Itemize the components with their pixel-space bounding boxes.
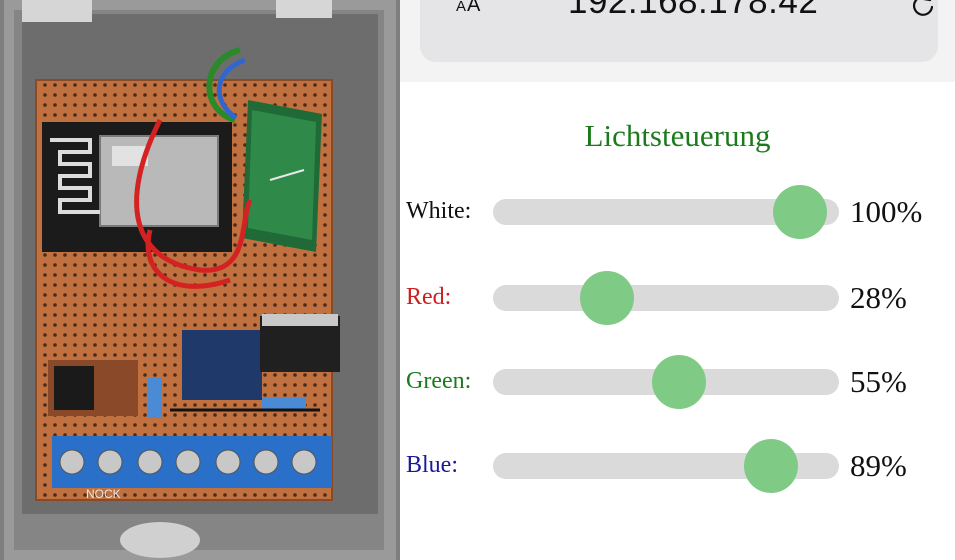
aa-small-letter: A [456,0,468,15]
slider-thumb-red[interactable] [580,271,635,325]
slider-thumb-blue[interactable] [743,439,798,493]
reload-icon[interactable] [908,0,938,20]
browser-window: AA 192.168.178.42 Lichtsteuerung White: 1… [400,0,955,560]
slider-track-red[interactable] [493,285,839,311]
address-bar[interactable]: AA 192.168.178.42 [420,0,938,62]
slider-value-white: 100% [850,194,923,229]
slider-label-green: Green: [406,368,472,394]
aa-big-letter: A [467,0,482,16]
page-title: Lichtsteuerung [584,118,771,153]
browser-toolbar: AA 192.168.178.42 [400,0,955,82]
text-size-button[interactable]: AA [456,0,481,17]
slider-thumb-white[interactable] [773,185,827,239]
url-text[interactable]: 192.168.178.42 [568,0,819,21]
slider-value-blue: 89% [850,448,907,483]
circuit-photo: NOCK [0,0,400,560]
slider-label-white: White: [406,198,472,224]
slider-label-red: Red: [406,284,452,310]
circuit-board-photo: NOCK [0,0,400,560]
slider-label-blue: Blue: [406,452,458,478]
slider-thumb-green[interactable] [652,355,707,409]
slider-value-green: 55% [850,364,907,399]
pcb-silkscreen: NOCK [86,487,121,501]
slider-value-red: 28% [850,280,907,315]
